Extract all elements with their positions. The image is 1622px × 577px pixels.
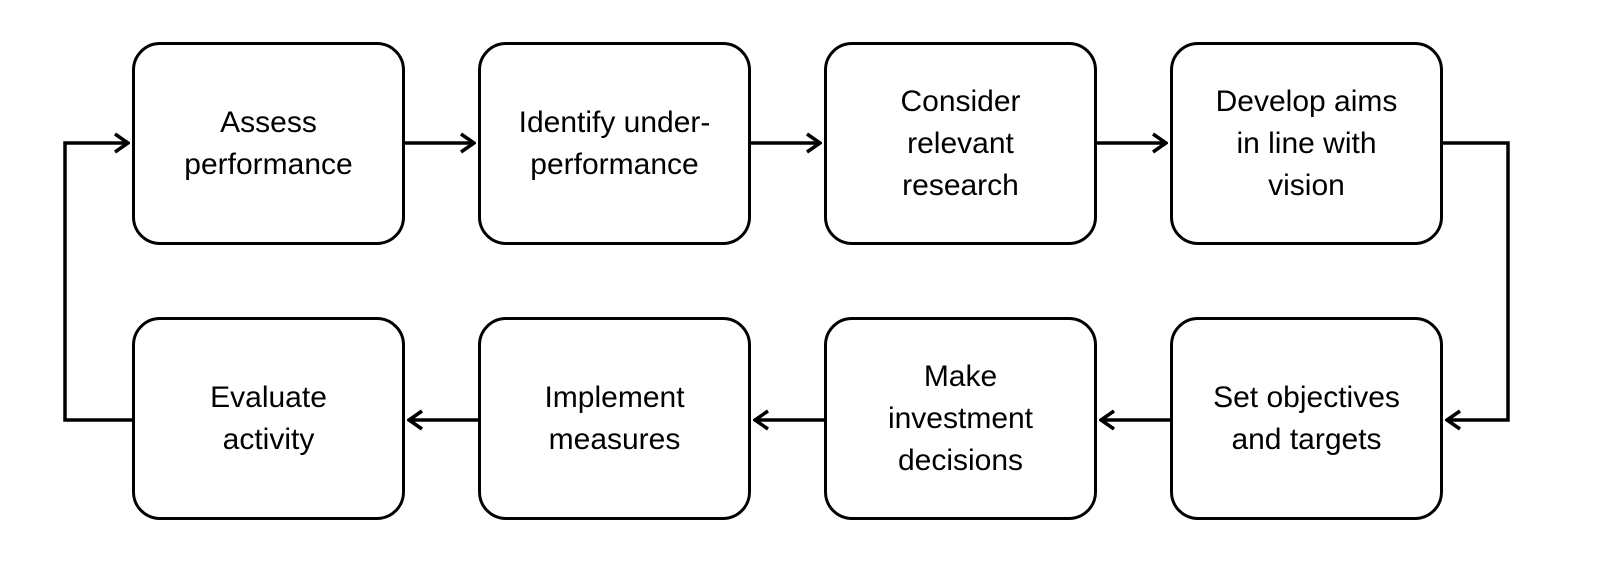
flow-node-set-objectives-and-targets: Set objectives and targets — [1170, 317, 1443, 520]
flow-node-assess-performance: Assess performance — [132, 42, 405, 245]
flow-node-make-investment-decisions: Make investment decisions — [824, 317, 1097, 520]
flow-node-identify-under-performance: Identify under- performance — [478, 42, 751, 245]
flow-node-implement-measures: Implement measures — [478, 317, 751, 520]
flow-node-develop-aims-in-line-with-vision: Develop aims in line with vision — [1170, 42, 1443, 245]
arrow-evaluate-to-assess — [63, 143, 132, 422]
flow-node-evaluate-activity: Evaluate activity — [132, 317, 405, 520]
arrow-develop-to-set-objectives — [1443, 141, 1510, 420]
flow-node-consider-relevant-research: Consider relevant research — [824, 42, 1097, 245]
